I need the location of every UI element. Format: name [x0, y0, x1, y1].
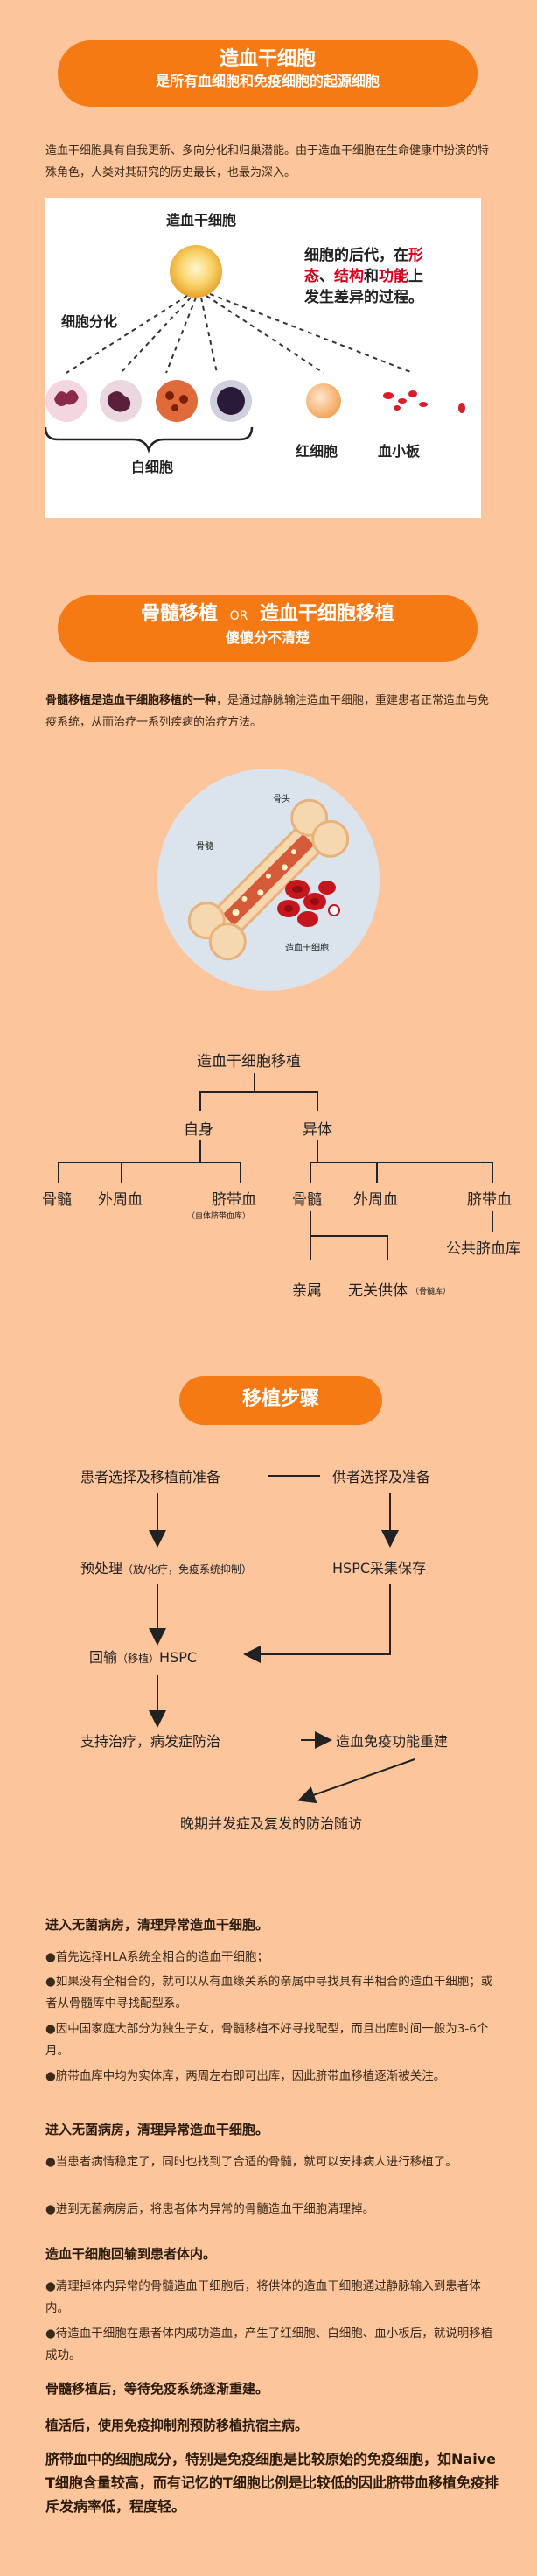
- section3-header: 移植步骤: [179, 1376, 382, 1425]
- tree-relatives: 亲属: [292, 1282, 322, 1300]
- section2-subtitle: 傻傻分不清楚: [225, 629, 310, 646]
- step-title: 植活后，使用免疫抑制剂预防移植抗宿主病。: [45, 2418, 309, 2433]
- step-bullet: ●清理掉体内异常的骨髓造血干细胞后，将供体的造血干细胞通过静脉输入到患者体内。: [45, 2279, 481, 2315]
- differentiation-diagram: 造血干细胞 细胞分化 细胞的后代，在形 态、结构和功能上 发生差异的过程。 白细…: [45, 198, 481, 518]
- flow-hspc-collect: HSPC采集保存: [332, 1560, 427, 1576]
- platelets-label: 血小板: [378, 443, 421, 460]
- section3-title: 移植步骤: [241, 1388, 319, 1410]
- flow-reinfusion: 回输（移植）HSPC: [89, 1649, 198, 1666]
- step-title: 进入无菌病房，清理异常造血干细胞。: [45, 1917, 269, 1933]
- step-bullet: ●进到无菌病房后，将患者体内异常的骨髓造血干细胞清理掉。: [45, 2202, 375, 2216]
- step-bullet: ●如果没有全相合的，就可以从有血缘关系的亲属中寻找具有半相合的造血干细胞；或者从…: [45, 1975, 493, 2011]
- descendant-description: 细胞的后代，在形 态、结构和功能上 发生差异的过程。: [304, 247, 423, 306]
- section1-intro: 造血干细胞具有自我更新、多向分化和归巢潜能。由于造血干细胞在生命健康中扮演的特殊…: [45, 144, 490, 179]
- differentiation-diagram-svg: [45, 245, 465, 453]
- flow-patient-prep: 患者选择及移植前准备: [80, 1469, 221, 1485]
- red-cells-label: 红细胞: [296, 443, 338, 460]
- tree-allo: 异体: [303, 1121, 332, 1139]
- white-cell-images: [45, 380, 252, 422]
- section1-header: 造血干细胞 是所有血细胞和免疫细胞的起源细胞: [58, 40, 478, 107]
- stem-cell-image: [170, 245, 222, 298]
- final-paragraph: 脐带血中的细胞成分，特别是免疫细胞是比较原始的免疫细胞，如Naive T细胞含量…: [45, 2451, 499, 2515]
- tree-allo-pb: 外周血: [353, 1191, 398, 1209]
- flow-followup: 晚期并发症及复发的防治随访: [180, 1815, 363, 1832]
- section2-paragraph: 骨髓移植是造血干细胞移植的一种，是通过静脉输注造血干细胞，重建患者正常造血与免疫…: [45, 694, 490, 729]
- section1-title: 造血干细胞: [219, 48, 316, 70]
- red-cell-image: [306, 383, 341, 418]
- tree-public-bank: 公共脐血库: [446, 1240, 520, 1258]
- step-bullet: ●首先选择HLA系统全相合的造血干细胞；: [45, 1950, 268, 1964]
- step-bullet: ●脐带血库中均为实体库，两周左右即可出库，因此脐带血移植逐渐被关注。: [45, 2069, 446, 2083]
- section1-subtitle: 是所有血细胞和免疫细胞的起源细胞: [155, 73, 380, 89]
- flow-support: 支持治疗，病发症防治: [80, 1733, 221, 1750]
- tree-allo-bm: 骨髓: [292, 1191, 322, 1209]
- section2-header: 骨髓移植 OR 造血干细胞移植 傻傻分不清楚: [58, 595, 478, 662]
- flow-donor-prep: 供者选择及准备: [332, 1469, 431, 1485]
- bone-head-label: 骨头: [273, 795, 290, 804]
- bone-illustration: 骨头 骨髓 造血干细胞: [157, 769, 380, 991]
- white-cells-label: 白细胞: [131, 459, 174, 475]
- step-bullet: ●当患者病情稳定了，同时也找到了合适的骨髓，就可以安排病人进行移植了。: [45, 2155, 457, 2169]
- step-bullet: ●待造血干细胞在患者体内成功造血，产生了红细胞、白细胞、血小板后，就说明移植成功…: [45, 2327, 493, 2362]
- stem-cells-label: 造血干细胞: [285, 944, 329, 953]
- section2-title: 骨髓移植 OR 造血干细胞移植: [140, 603, 395, 625]
- tree-unrelated: 无关供体: [348, 1282, 408, 1300]
- tree-allo-cb: 脐带血: [467, 1191, 512, 1209]
- tree-unrelated-note: （骨髓库）: [411, 1288, 451, 1296]
- tree-auto-bm: 骨髓: [42, 1191, 72, 1209]
- white-cells-brace: [45, 426, 254, 453]
- marrow-label: 骨髓: [196, 842, 213, 852]
- stem-cell-label: 造血干细胞: [166, 212, 237, 228]
- tree-root: 造血干细胞移植: [197, 1053, 301, 1070]
- tree-auto-cb: 脐带血: [212, 1191, 256, 1209]
- step-title: 进入无菌病房，清理异常造血干细胞。: [45, 2122, 269, 2137]
- flow-preconditioning: 预处理（放/化疗，免疫系统抑制）: [80, 1560, 253, 1576]
- platelet-images: [383, 390, 465, 413]
- step-bullet: ●因中国家庭大部分为独生子女，骨髓移植不好寻找配型，而且出库时间一般为3-6个月…: [45, 2022, 489, 2058]
- tree-auto: 自身: [184, 1121, 213, 1139]
- flow-arrows: [149, 1475, 415, 1804]
- differentiation-label: 细胞分化: [61, 313, 118, 330]
- flow-rebuild: 造血免疫功能重建: [336, 1733, 449, 1750]
- step-title: 造血干细胞回输到患者体内。: [45, 2246, 217, 2262]
- tree-auto-cb-note: （自体脐带血库）: [187, 1212, 251, 1221]
- step-title: 骨髓移植后，等待免疫系统逐渐重建。: [45, 2381, 269, 2397]
- tree-auto-pb: 外周血: [98, 1191, 143, 1209]
